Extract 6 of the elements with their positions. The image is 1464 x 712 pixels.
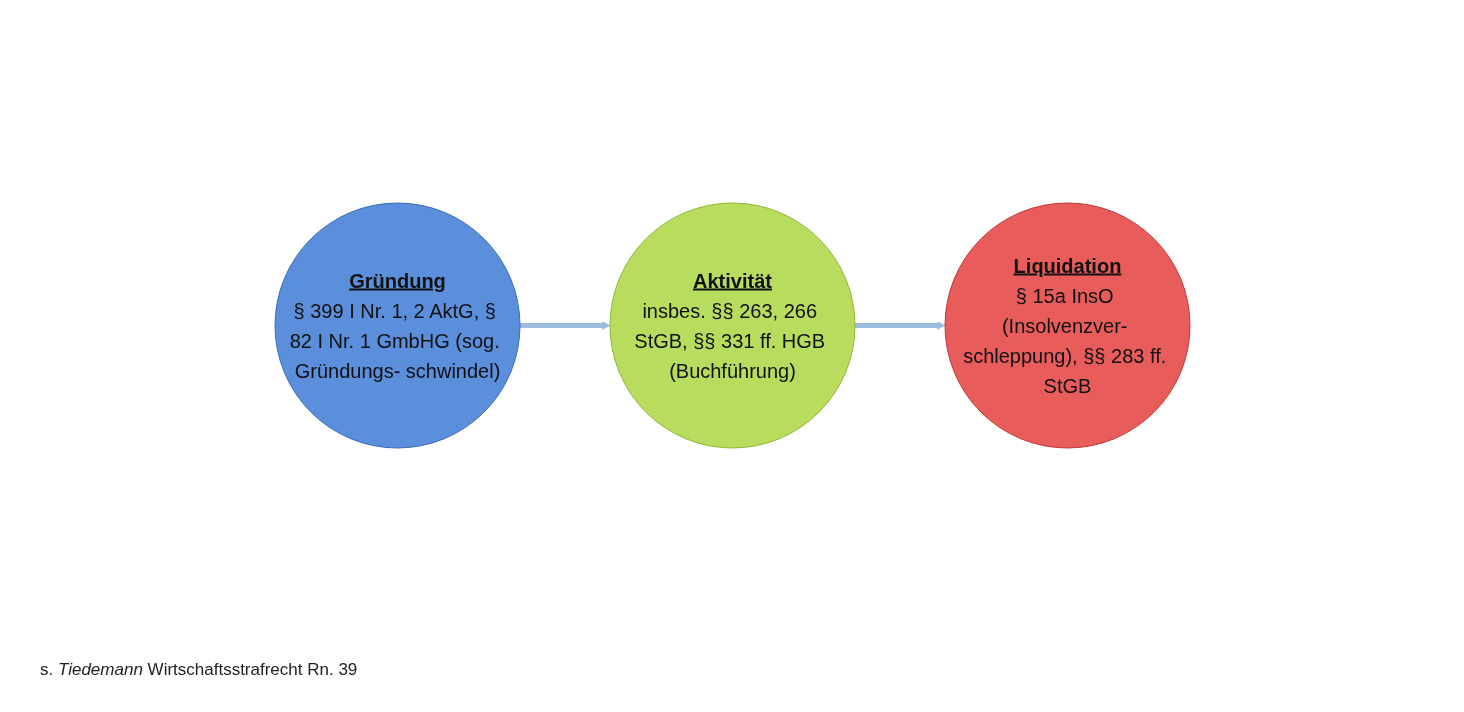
arrow	[519, 320, 610, 330]
node-circle: Gründung § 399 I Nr. 1, 2 AktG, § 82 I Nr. 1 GmbHG (sog. Gründungs- schwindel)	[274, 202, 520, 448]
arrow	[854, 320, 945, 330]
node-circle: Liquidation § 15a InsO (Insolvenzver- schleppung), §§ 283 ff. StGB	[944, 202, 1190, 448]
source-caption: s. Tiedemann Wirtschaftsstrafrecht Rn. 39	[40, 660, 358, 680]
node-circle: Aktivität insbes. §§ 263, 266 StGB, §§ 331 ff. HGB (Buchführung)	[609, 202, 855, 448]
